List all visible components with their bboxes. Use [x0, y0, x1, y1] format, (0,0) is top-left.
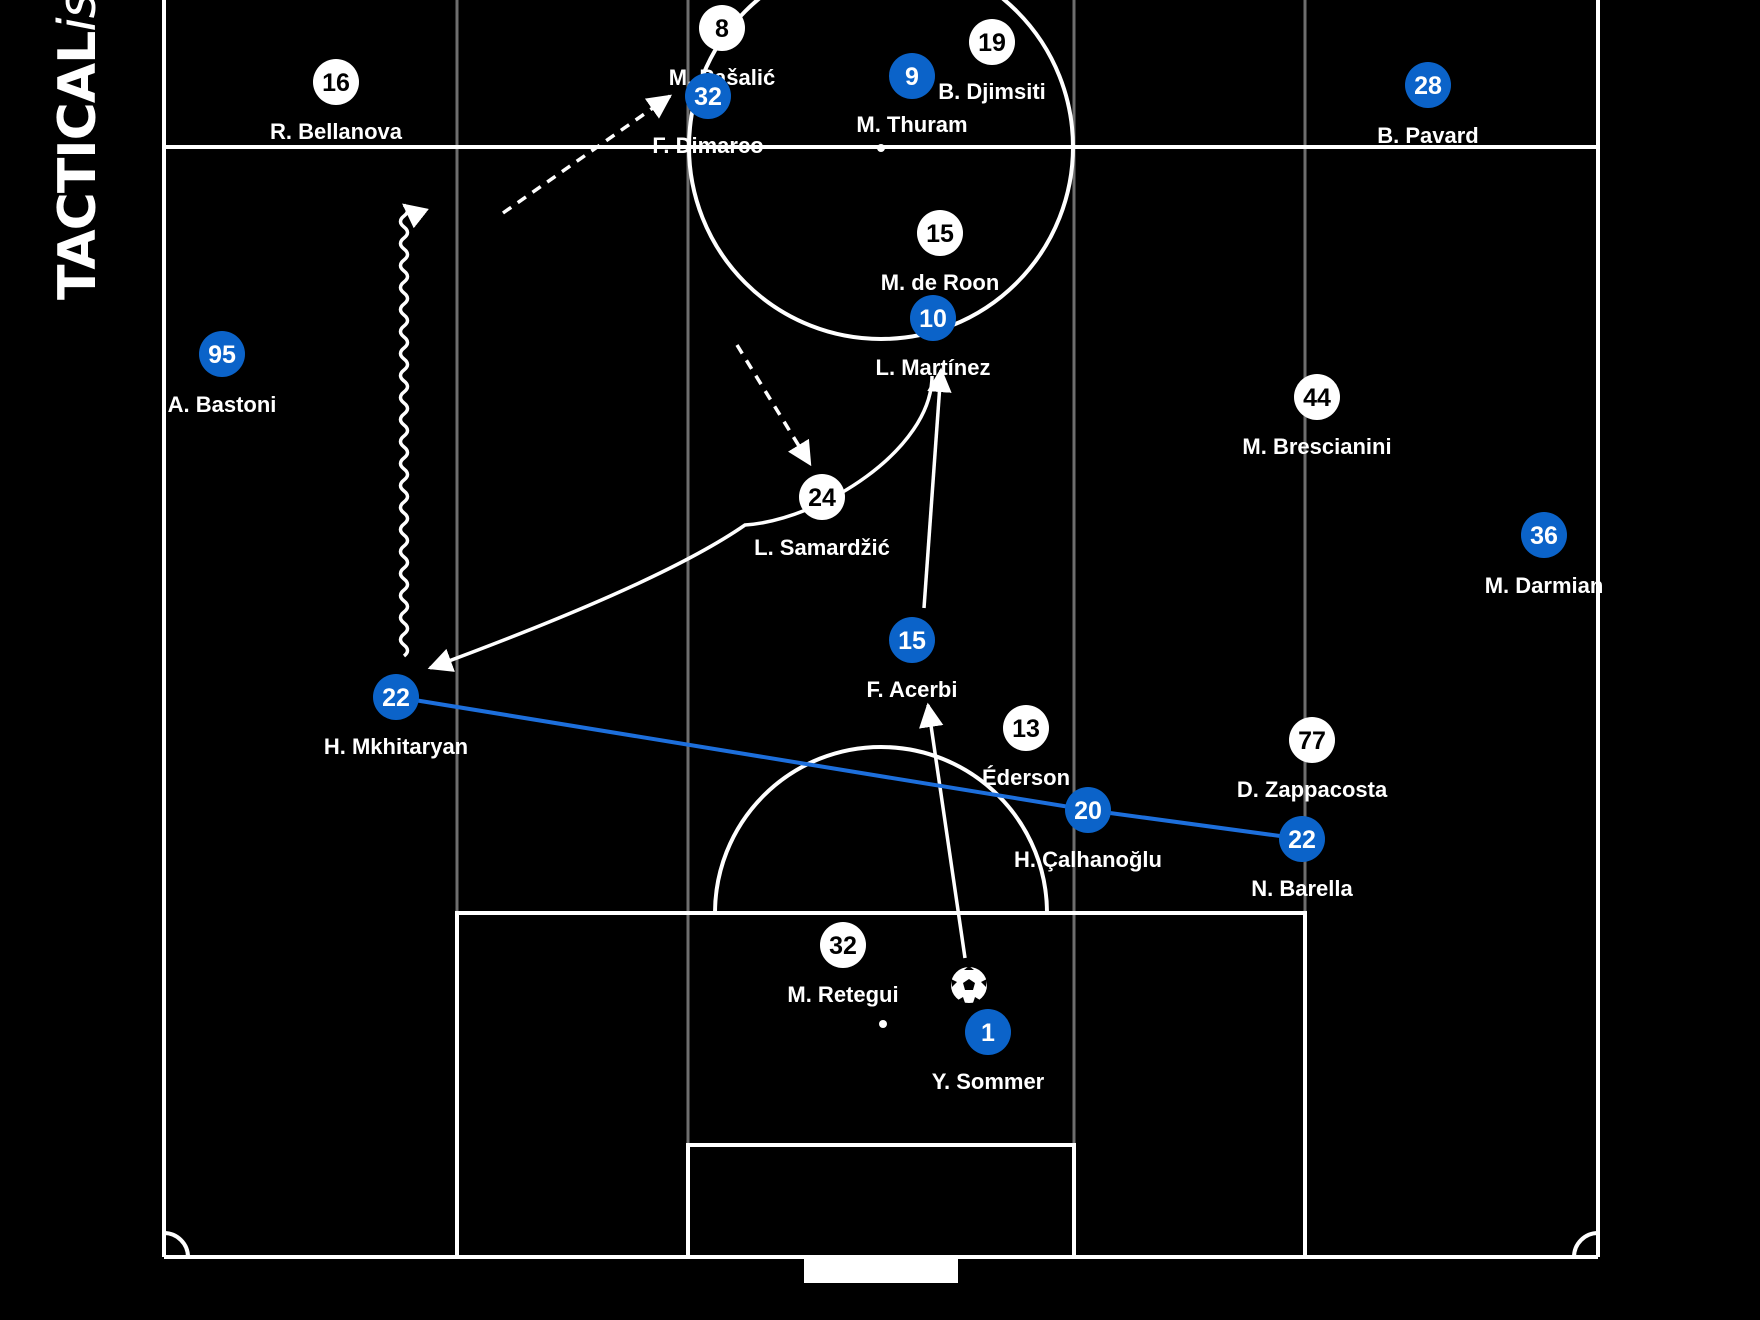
player-home-36: 36 M. Darmian [1485, 512, 1604, 598]
player-number: 8 [715, 15, 729, 43]
center-spot [877, 144, 885, 152]
player-marker [799, 474, 845, 520]
player-home-1: 1 Y. Sommer [932, 1009, 1045, 1094]
player-number: 1 [981, 1019, 995, 1047]
player-number: 15 [926, 220, 954, 248]
player-number: 44 [1303, 384, 1331, 412]
player-marker [917, 210, 963, 256]
player-number: 9 [905, 63, 919, 91]
player-number: 20 [1074, 797, 1102, 825]
player-name: D. Zappacosta [1237, 777, 1388, 802]
player-marker [1003, 705, 1049, 751]
player-away-19: 19 B. Djimsiti [938, 19, 1046, 104]
player-home-10: 10 L. Martínez [876, 295, 991, 380]
player-name: M. de Roon [881, 270, 1000, 295]
player-home-20: 20 H. Çalhanoğlu [1014, 787, 1162, 872]
dimarco-run-arrow [501, 94, 673, 215]
player-marker [373, 674, 419, 720]
player-name: R. Bellanova [270, 119, 403, 144]
pass-arrow-acerbi-martinez [922, 367, 952, 609]
player-number: 36 [1530, 522, 1558, 550]
pass-arrow-ball-acerbi [919, 702, 967, 959]
player-name: Y. Sommer [932, 1069, 1045, 1094]
player-marker [1294, 374, 1340, 420]
player-name: A. Bastoni [168, 392, 277, 417]
player-away-77: 77 D. Zappacosta [1237, 717, 1388, 802]
player-number: 15 [898, 627, 926, 655]
defensive-line [395, 695, 1303, 841]
pitch-markings [162, 0, 1600, 1259]
soccer-ball-icon [949, 965, 989, 1005]
player-number: 22 [1288, 826, 1316, 854]
player-away-8: 8M. Pašalić [669, 5, 775, 90]
samardzic-run-arrow [735, 344, 812, 467]
player-name: N. Barella [1251, 876, 1353, 901]
player-home-32: 32 F. Dimarco [652, 73, 764, 158]
player-number: 28 [1414, 72, 1442, 100]
zone-lines [455, 0, 1307, 1255]
player-marker [199, 331, 245, 377]
player-name: H. Mkhitaryan [324, 734, 468, 759]
player-away-44: 44 M. Brescianini [1242, 374, 1392, 459]
player-number: 95 [208, 341, 236, 369]
penalty-spot [879, 1020, 887, 1028]
player-number: 24 [808, 484, 836, 512]
player-number: 10 [919, 305, 947, 333]
player-home-22: 22 N. Barella [1251, 816, 1354, 901]
player-marker [1065, 787, 1111, 833]
player-home-9: 9 M. Thuram [856, 53, 968, 137]
player-marker [699, 5, 745, 51]
goal [804, 1259, 958, 1283]
player-name: H. Çalhanoğlu [1014, 847, 1162, 872]
player-away-15: 15 M. de Roon [881, 210, 1000, 295]
player-number: 16 [322, 69, 350, 97]
player-marker [820, 922, 866, 968]
player-number: 77 [1298, 727, 1326, 755]
player-name: M. Darmian [1485, 573, 1604, 598]
player-name: M. Retegui [787, 982, 898, 1007]
player-marker [969, 19, 1015, 65]
player-away-16: 16 R. Bellanova [270, 59, 403, 144]
player-marker [1289, 717, 1335, 763]
player-name: L. Samardžić [754, 535, 890, 560]
player-marker [965, 1009, 1011, 1055]
player-marker [889, 53, 935, 99]
player-away-32: 32 M. Retegui [787, 922, 899, 1007]
player-number: 22 [382, 684, 410, 712]
mkhitaryan-dribble-arrow [398, 203, 429, 658]
player-number: 32 [694, 83, 722, 111]
player-marker [685, 73, 731, 119]
player-marker [889, 617, 935, 663]
player-name: Éderson [982, 765, 1070, 790]
player-home-95: 95 A. Bastoni [168, 331, 277, 417]
player-marker [1521, 512, 1567, 558]
player-marker [910, 295, 956, 341]
player-name: M. Thuram [856, 112, 967, 137]
pass-arrow-martinez-mkhitaryan [427, 375, 934, 672]
player-marker [1405, 62, 1451, 108]
player-name: B. Pavard [1377, 123, 1479, 148]
player-marker [313, 59, 359, 105]
player-number: 19 [978, 29, 1006, 57]
player-name: F. Dimarco [652, 133, 763, 158]
player-number: 32 [829, 932, 857, 960]
player-name: F. Acerbi [867, 677, 958, 702]
player-marker [1279, 816, 1325, 862]
player-home-22: 22 H. Mkhitaryan [324, 674, 468, 759]
movement-arrows [398, 94, 967, 959]
player-away-24: 24 L. Samardžić [754, 474, 890, 560]
player-name: L. Martínez [876, 355, 991, 380]
player-number: 13 [1012, 715, 1040, 743]
player-name: M. Brescianini [1242, 434, 1391, 459]
player-home-28: 28 B. Pavard [1377, 62, 1479, 148]
player-name: B. Djimsiti [938, 79, 1046, 104]
player-home-15: 15 F. Acerbi [867, 617, 958, 702]
